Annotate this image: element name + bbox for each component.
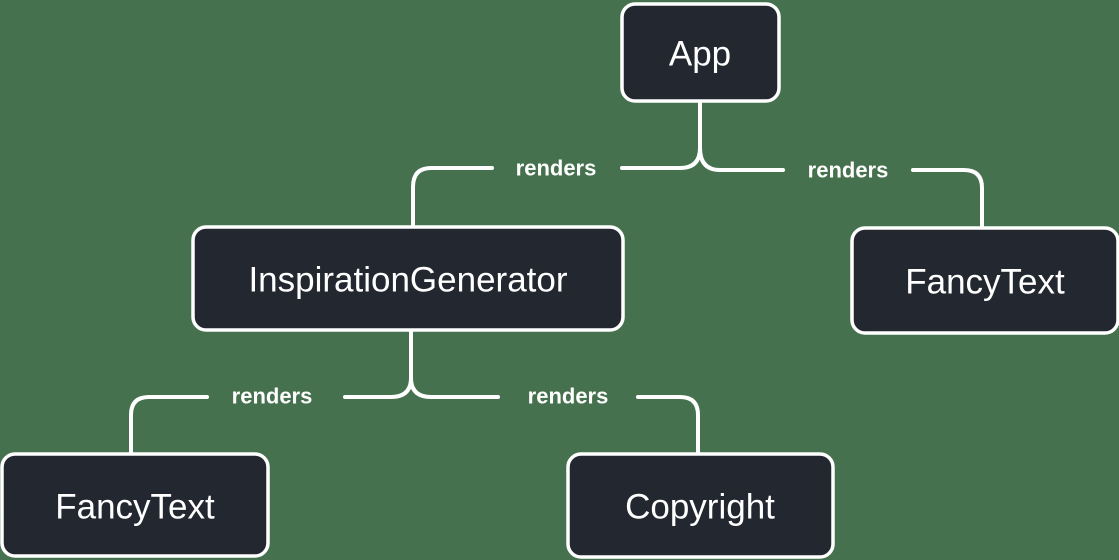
node-inspiration-generator: InspirationGenerator <box>191 225 625 332</box>
node-app-box <box>620 2 781 103</box>
edge-inspirationgenerator-fancytext-left-part <box>129 395 209 456</box>
node-fancy-text-top: FancyText <box>850 226 1119 335</box>
edge-label-app-inspirationgenerator: renders <box>516 156 597 181</box>
node-copyright: Copyright <box>566 452 835 559</box>
node-inspiration-generator-label: InspirationGenerator <box>248 261 567 300</box>
node-fancy-text-bottom-label: FancyText <box>55 488 215 527</box>
edge-lines <box>129 99 984 456</box>
node-fancy-text-top-label: FancyText <box>905 263 1065 302</box>
edge-inspirationgenerator-copyright-right-part <box>636 395 700 456</box>
node-fancy-text-top-box <box>850 226 1119 335</box>
edge-app-inspirationgenerator-left-part <box>411 166 494 229</box>
node-copyright-label: Copyright <box>625 488 775 527</box>
node-fancy-text-bottom: FancyText <box>0 452 270 558</box>
edge-inspirationgenerator-copyright-left-part <box>409 376 500 399</box>
edge-label-inspirationgenerator-fancytext: renders <box>232 384 313 409</box>
edge-app-fancytext-right-part <box>911 168 984 230</box>
node-copyright-box <box>566 452 835 559</box>
node-fancy-text-bottom-box <box>0 452 270 558</box>
edge-labels: renders renders renders renders <box>232 156 889 409</box>
edge-label-app-fancytext: renders <box>808 158 889 183</box>
node-inspiration-generator-box <box>191 225 625 332</box>
node-app: App <box>620 2 781 103</box>
edge-app-fancytext-left-part <box>698 146 785 172</box>
node-app-label: App <box>669 35 731 74</box>
edge-label-inspirationgenerator-copyright: renders <box>528 384 609 409</box>
